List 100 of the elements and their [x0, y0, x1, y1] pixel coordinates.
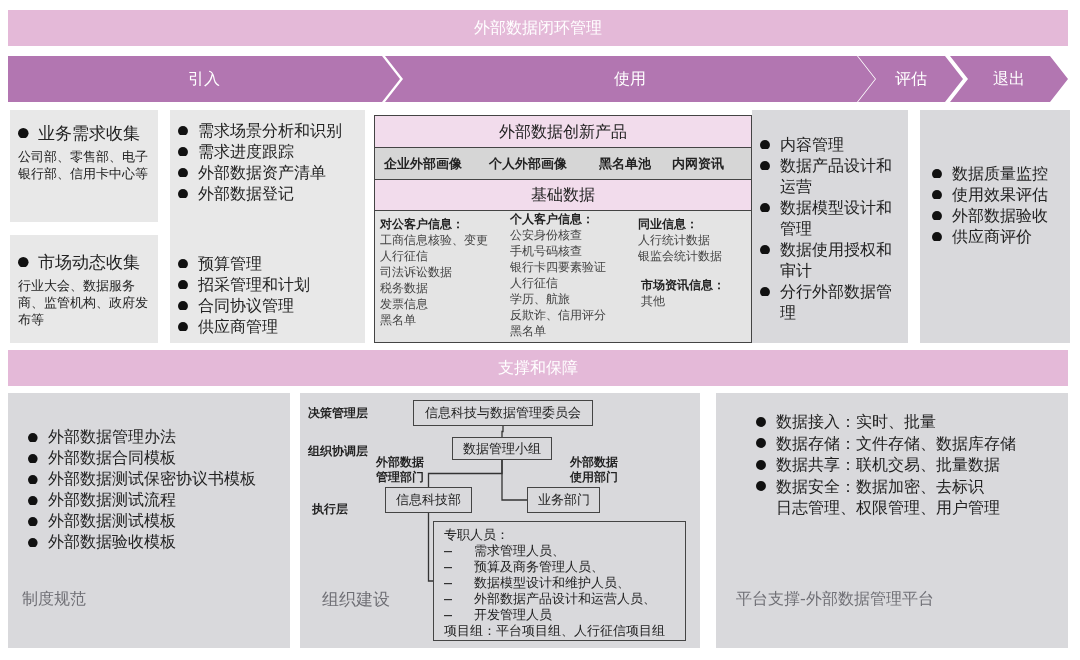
list-item: 数据模型设计和维护人员、: [474, 575, 630, 590]
content-panel: [170, 110, 365, 343]
content-panel: [10, 235, 158, 343]
bullet-item: 数据存储：文件存储、数据库存储: [776, 433, 1016, 453]
stage-label: 评估: [894, 69, 927, 89]
data-item: 银行卡四要素验证: [510, 259, 607, 275]
org-box: [385, 487, 472, 513]
connector-line: [501, 459, 528, 501]
column-heading: 个人客户信息：: [510, 211, 595, 227]
column-heading: 市场资讯信息：: [641, 277, 726, 293]
banner-title: 外部数据闭环管理: [474, 18, 602, 38]
list-item: 需求管理人员、: [474, 543, 565, 558]
list-item: 开发管理人员: [474, 607, 552, 622]
bullet-item: 市场动态收集: [38, 252, 140, 272]
bullet-item: 外部数据验收模板: [48, 533, 176, 551]
department-note: 外部数据使用部门: [570, 455, 619, 485]
data-item: 工商信息核验、变更: [380, 232, 489, 248]
stage-label: 使用: [614, 69, 646, 89]
connector-line: [427, 512, 434, 582]
staff-box: [433, 521, 686, 641]
data-item: 公安身份核查: [510, 227, 583, 243]
org-box-label: 业务部门: [537, 492, 590, 508]
connector-line: [501, 425, 504, 438]
layer-label: 决策管理层: [308, 405, 369, 421]
bullet-item: 数据使用授权和审计: [780, 240, 892, 280]
bullet-item: 分行外部数据管理: [780, 282, 892, 322]
content-panel: [716, 393, 1068, 648]
bullet-item: 外部数据验收: [952, 206, 1048, 225]
data-item: 人行征信: [510, 275, 559, 291]
data-item: 银监会统计数据: [638, 248, 723, 264]
list-item: 外部数据产品设计和运营人员、: [474, 591, 656, 606]
section-band: [374, 179, 752, 211]
data-item: 手机号码核查: [510, 243, 583, 259]
data-item: 学历、航旅: [510, 291, 571, 307]
data-item: 司法诉讼数据: [380, 264, 453, 280]
staff-heading: 项目组：平台项目组、人行征信项目组: [444, 622, 666, 639]
staff-heading: 专职人员：: [444, 526, 510, 543]
band-title: 外部数据创新产品: [499, 121, 627, 142]
bullet-item: 外部数据登记: [198, 184, 294, 203]
column-heading: 同业信息：: [638, 216, 699, 232]
bullet-item: 内容管理: [780, 135, 844, 154]
bullet-item: 需求场景分析和识别: [198, 121, 342, 140]
data-item: 发票信息: [380, 296, 429, 312]
layer-label: 执行层: [312, 501, 349, 517]
data-item: 其他: [641, 293, 666, 309]
panel-text: 公司部、零售部、电子银行部、信用卡中心等: [18, 148, 149, 182]
stage-band: [8, 56, 400, 102]
bullet-item: 数据模型设计和管理: [780, 198, 892, 238]
list-item: 预算及商务管理人员、: [474, 559, 604, 574]
product-row: [374, 147, 752, 180]
data-item: 人行征信: [380, 248, 429, 264]
stage-label: 退出: [993, 69, 1025, 89]
data-panel: [374, 210, 752, 343]
bullet-item: 外部数据测试流程: [48, 491, 176, 509]
stage-band: [858, 56, 963, 102]
org-box: [452, 437, 552, 460]
org-box: [413, 400, 593, 426]
product-label: 企业外部画像: [384, 155, 463, 172]
title-banner: [8, 10, 1068, 46]
bullet-item: 数据安全：数据加密、去标识: [776, 476, 984, 496]
bullet-item: 数据共享：联机交易、批量数据: [776, 455, 1000, 474]
bullet-item: 数据接入：实时、批量: [776, 412, 936, 431]
bullet-item: 预算管理: [198, 254, 262, 273]
bullet-item: 外部数据测试保密协议书模板: [48, 470, 256, 488]
product-label: 内网资讯: [672, 155, 725, 172]
data-item: 税务数据: [380, 280, 429, 296]
panel-footer: 平台支撑-外部数据管理平台: [736, 589, 1036, 609]
bullet-item: 外部数据测试模板: [48, 512, 176, 530]
bullet-item: 业务需求收集: [38, 123, 140, 143]
data-item: 黑名单: [510, 323, 547, 339]
product-label: 黑名单池: [599, 155, 652, 172]
bullet-item: 供应商管理: [198, 317, 278, 336]
layer-label: 组织协调层: [308, 443, 369, 459]
data-item: 反欺诈、信用评分: [510, 307, 607, 323]
column-heading: 对公客户信息：: [380, 216, 465, 232]
bullet-item: 外部数据资产清单: [198, 163, 326, 182]
bullet-item: 数据质量监控: [952, 164, 1048, 183]
org-box-label: 信息科技部: [396, 492, 461, 508]
bullet-item: 外部数据管理办法: [48, 428, 176, 446]
section-banner: [8, 350, 1068, 386]
department-note: 外部数据管理部门: [376, 455, 425, 485]
content-panel: [8, 393, 290, 648]
org-box-label: 信息科技与数据管理委员会: [425, 405, 581, 421]
bullet-item: 供应商评价: [952, 227, 1032, 246]
section-band: [374, 115, 752, 148]
bullet-item: 数据产品设计和运营: [780, 156, 892, 196]
org-chart-panel: [300, 393, 700, 648]
panel-text: 行业大会、数据服务商、监管机构、政府发布等: [18, 277, 149, 328]
bullet-continuation: 日志管理、权限管理、用户管理: [776, 497, 1001, 519]
data-item: 黑名单: [380, 312, 417, 328]
bullet-item: 招采管理和计划: [198, 275, 310, 294]
bullet-item: 使用效果评估: [952, 185, 1048, 204]
stage-label: 引入: [188, 69, 220, 89]
bullet-item: 外部数据合同模板: [48, 449, 176, 467]
data-item: 人行统计数据: [638, 232, 711, 248]
band-title: 基础数据: [531, 185, 595, 205]
bullet-item: 需求进度跟踪: [198, 142, 294, 161]
banner-title: 支撑和保障: [498, 358, 578, 378]
content-panel: [10, 110, 158, 222]
content-panel: [920, 110, 1070, 343]
